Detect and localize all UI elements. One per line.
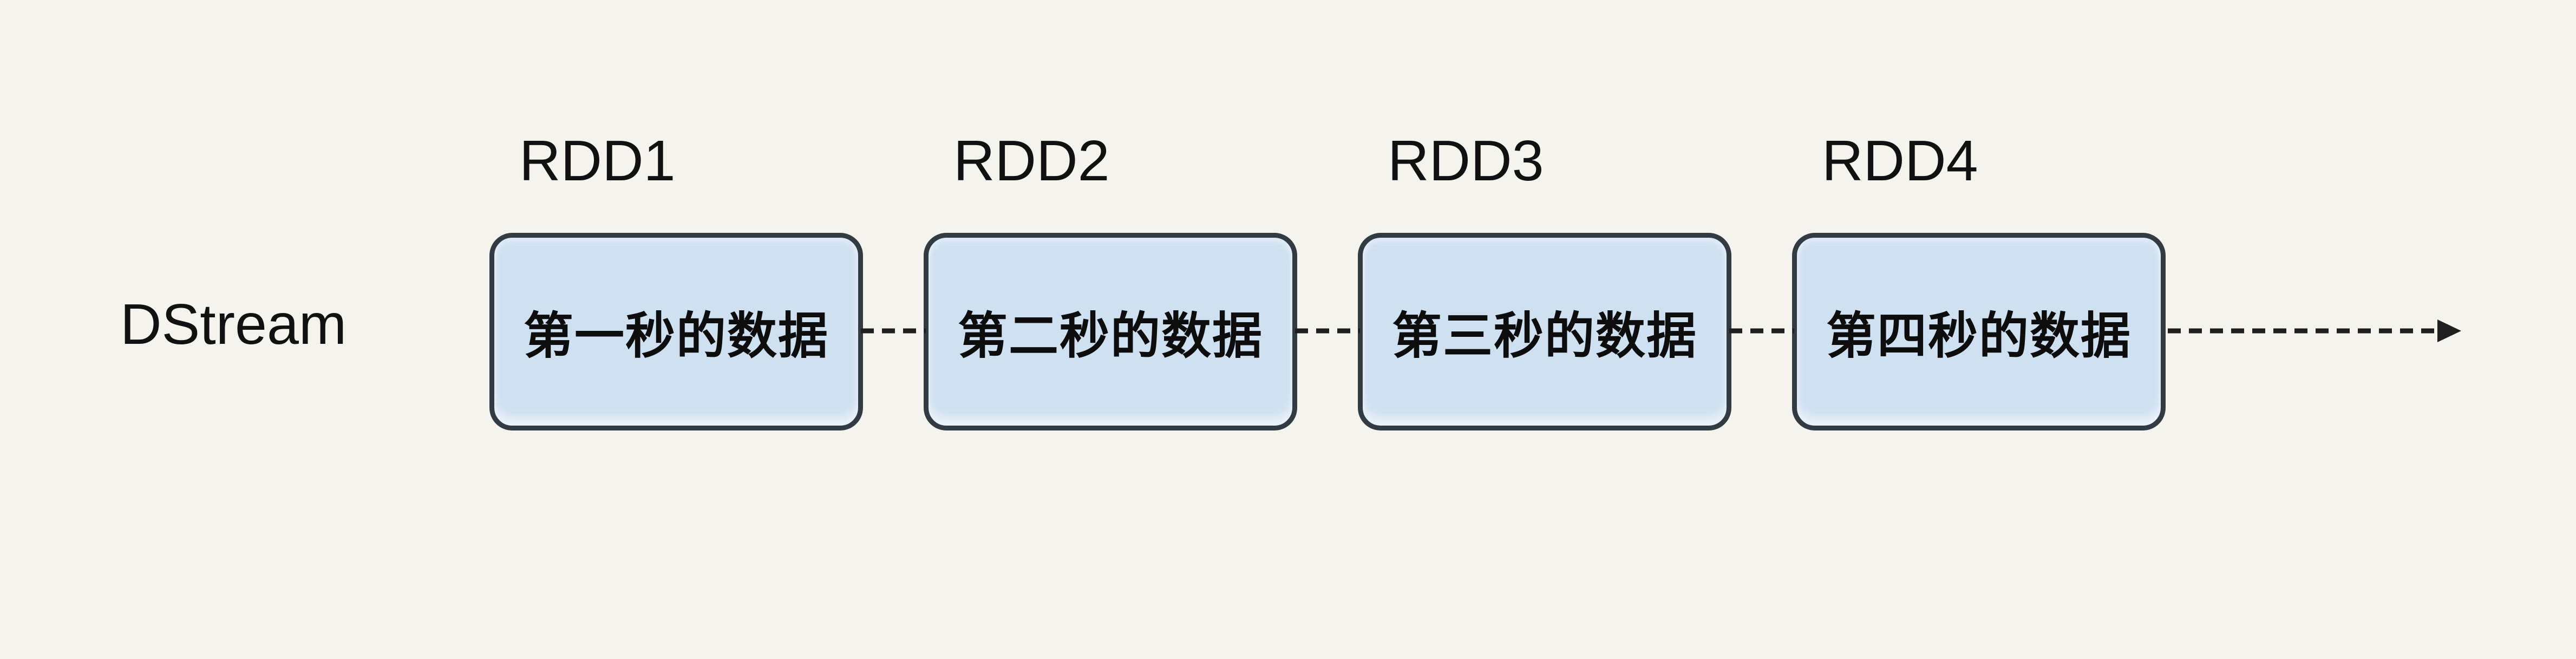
rdd2-label: RDD2 — [953, 129, 1110, 193]
rdd4-label: RDD4 — [1822, 129, 1978, 193]
rdd3-box: 第三秒的数据 — [1358, 233, 1731, 430]
rdd3-box-text: 第三秒的数据 — [1391, 309, 1697, 364]
rdd4-box-text: 第四秒的数据 — [1826, 309, 2132, 364]
dstream-label: DStream — [120, 292, 347, 356]
arrowhead-icon — [2437, 319, 2461, 342]
rdd1-box: 第一秒的数据 — [489, 233, 863, 430]
rdd2-box: 第二秒的数据 — [924, 233, 1297, 430]
rdd1-label: RDD1 — [519, 129, 676, 193]
rdd2-box-text: 第二秒的数据 — [957, 309, 1263, 364]
rdd1-box-text: 第一秒的数据 — [523, 309, 829, 364]
rdd3-label: RDD3 — [1388, 129, 1544, 193]
rdd4-box: 第四秒的数据 — [1792, 233, 2166, 430]
